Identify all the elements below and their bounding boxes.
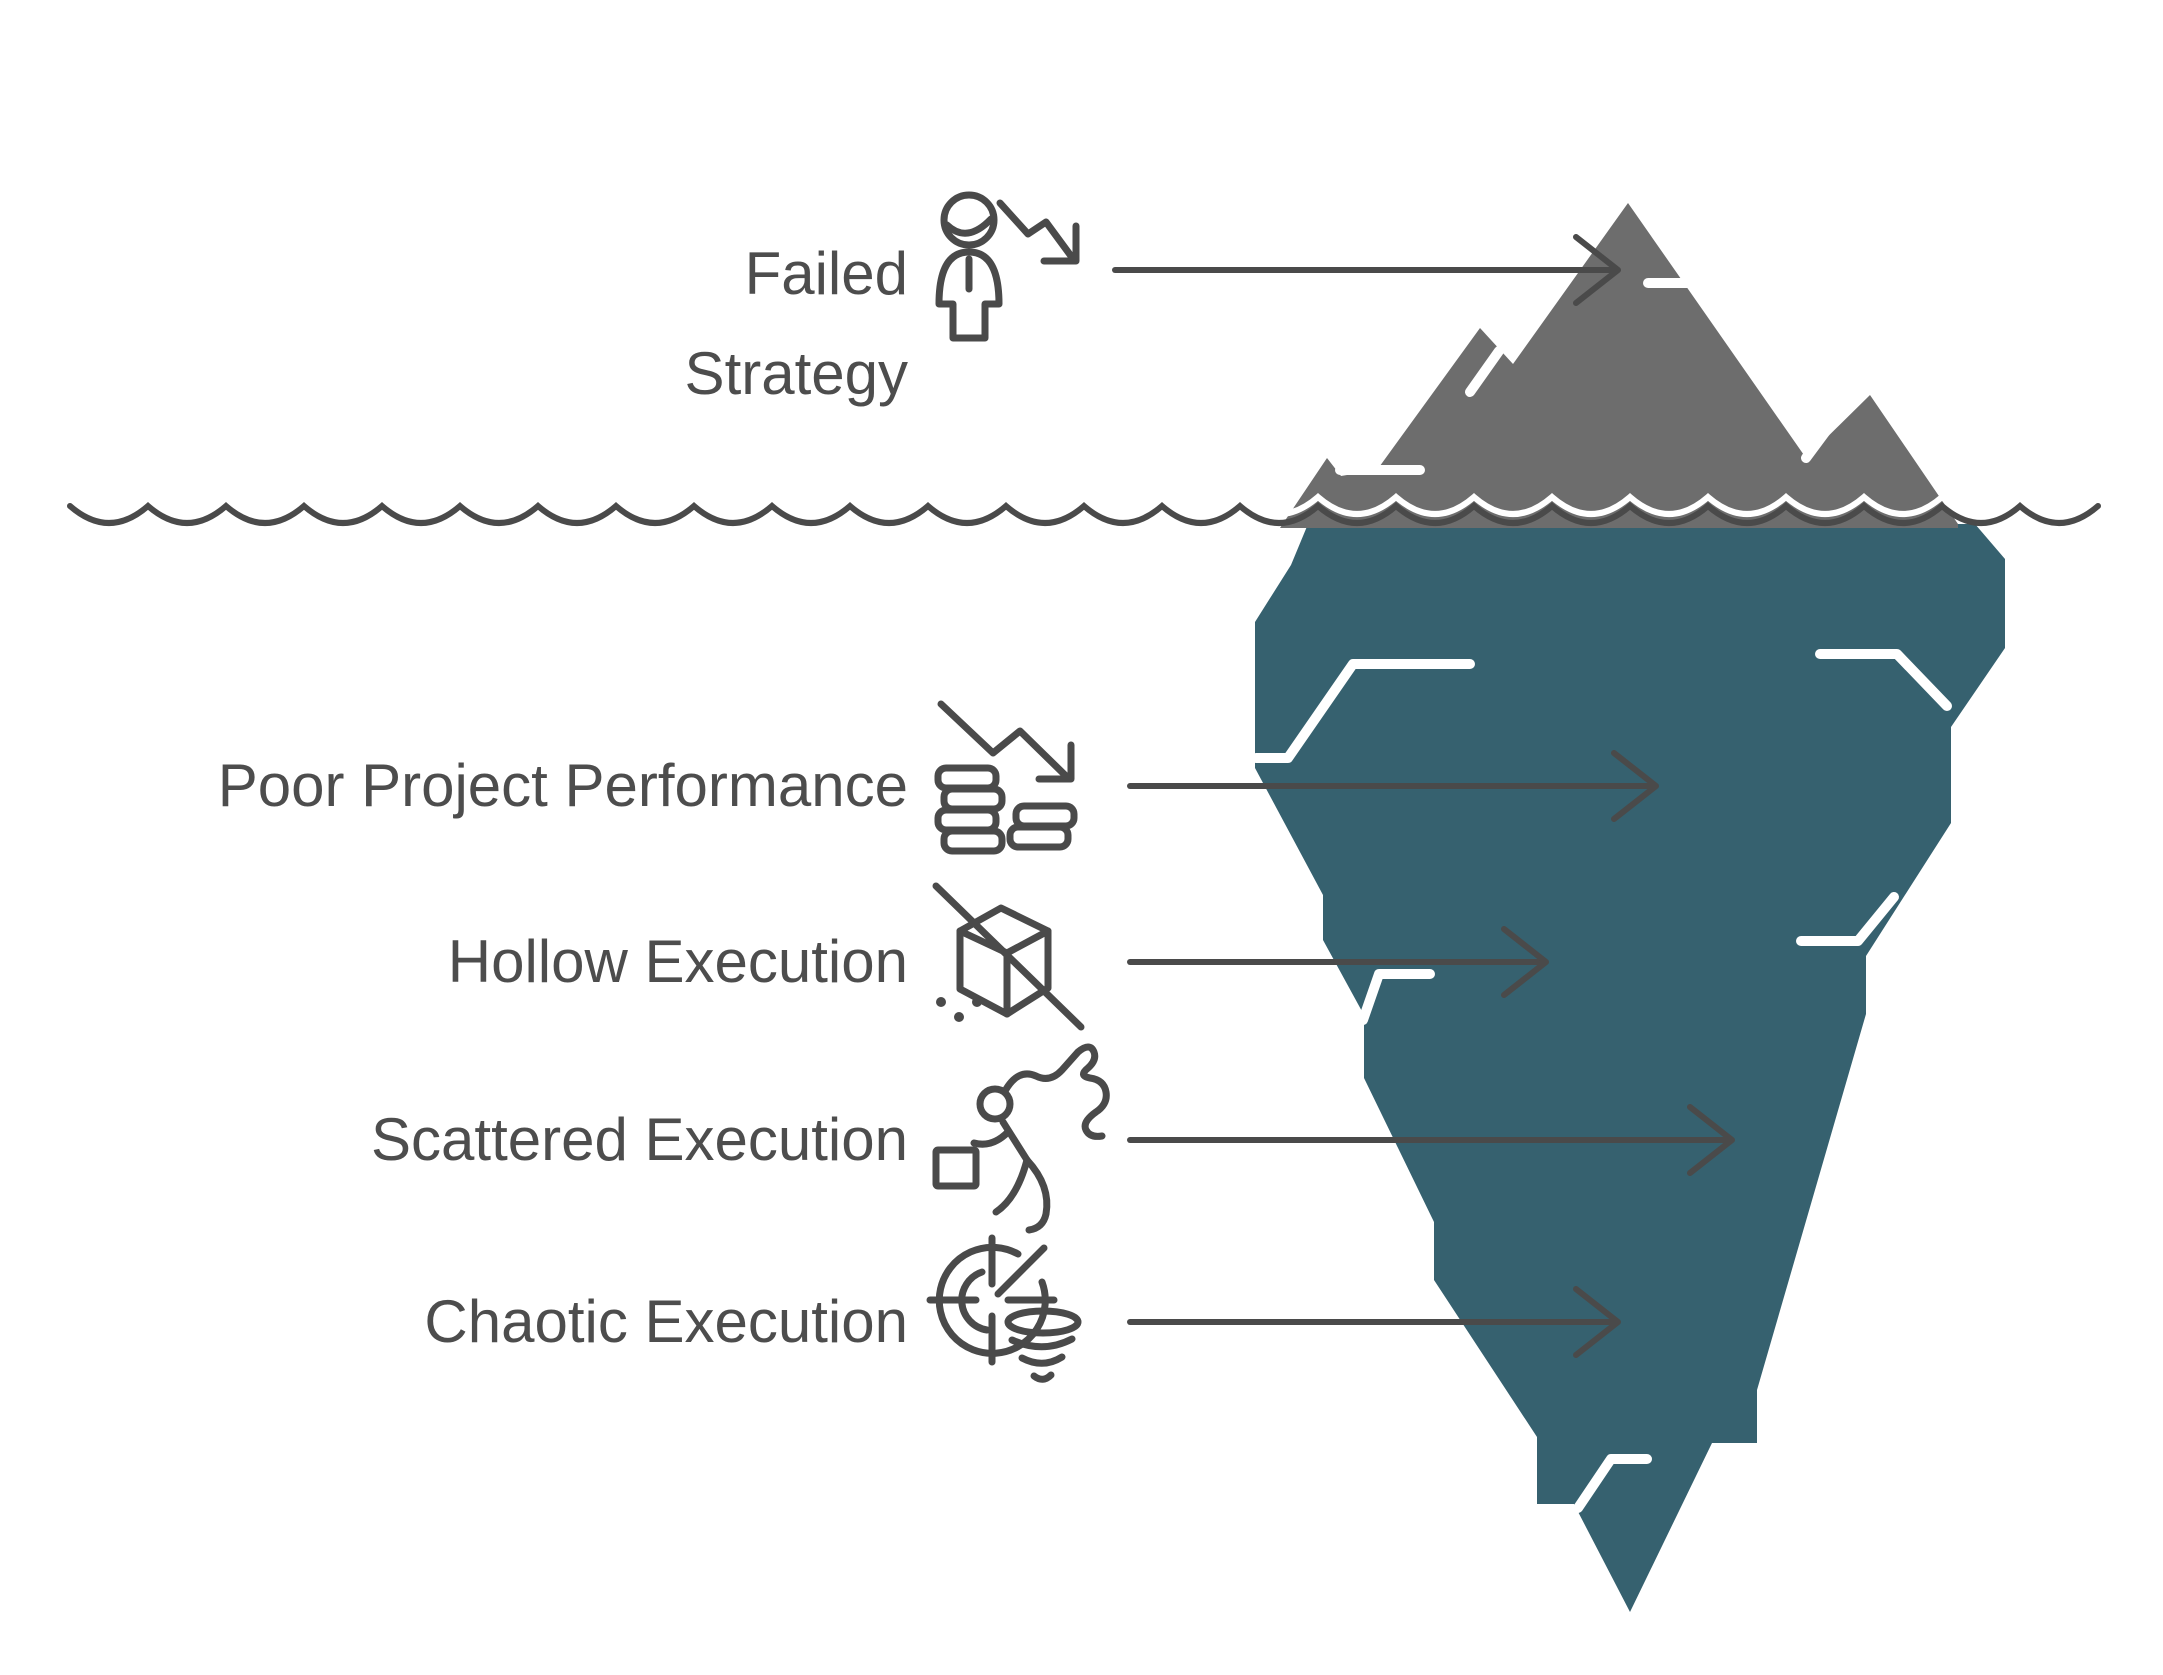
ice-crack-accent: [1573, 1454, 1652, 1513]
ice-crack-accent: [1796, 892, 1899, 946]
water-wave-line: [67, 502, 2101, 526]
arrow-failed-strategy: [1112, 234, 1621, 306]
waterline: [67, 493, 2101, 526]
person-decline-icon: [935, 191, 1080, 342]
slashed-box-icon: [932, 882, 1085, 1031]
ice-crack-accent: [1801, 422, 1834, 463]
connector-arrows: [1112, 234, 1735, 1358]
target-tornado-icon: [926, 1234, 1082, 1383]
label-scattered-execution: Scattered Execution: [371, 1106, 908, 1173]
label-hollow-execution: Hollow Execution: [447, 928, 908, 995]
declining-coins-icon: [934, 700, 1078, 855]
iceberg-above-water: [1280, 203, 1958, 528]
arrow-hollow-execution: [1127, 926, 1549, 998]
arrow-chaotic-execution: [1127, 1286, 1621, 1358]
label-chaotic-execution: Chaotic Execution: [424, 1288, 908, 1355]
label-failed-strategy: Failed Strategy: [685, 224, 908, 424]
ice-crack-accent: [1251, 659, 1475, 763]
arrow-poor-project-performance: [1127, 750, 1659, 822]
iceberg-below-water: [1251, 524, 2005, 1612]
running-person-icon: [932, 1043, 1110, 1234]
label-failed-strategy-line2: Strategy: [684, 340, 908, 407]
arrow-scattered-execution: [1127, 1104, 1735, 1176]
ice-crack-accent: [1465, 346, 1504, 397]
ice-crack-accent: [1358, 969, 1435, 1025]
ice-crack-accent: [1815, 649, 1952, 711]
label-failed-strategy-line1: Failed: [744, 240, 908, 307]
label-poor-project-performance: Poor Project Performance: [217, 752, 908, 819]
